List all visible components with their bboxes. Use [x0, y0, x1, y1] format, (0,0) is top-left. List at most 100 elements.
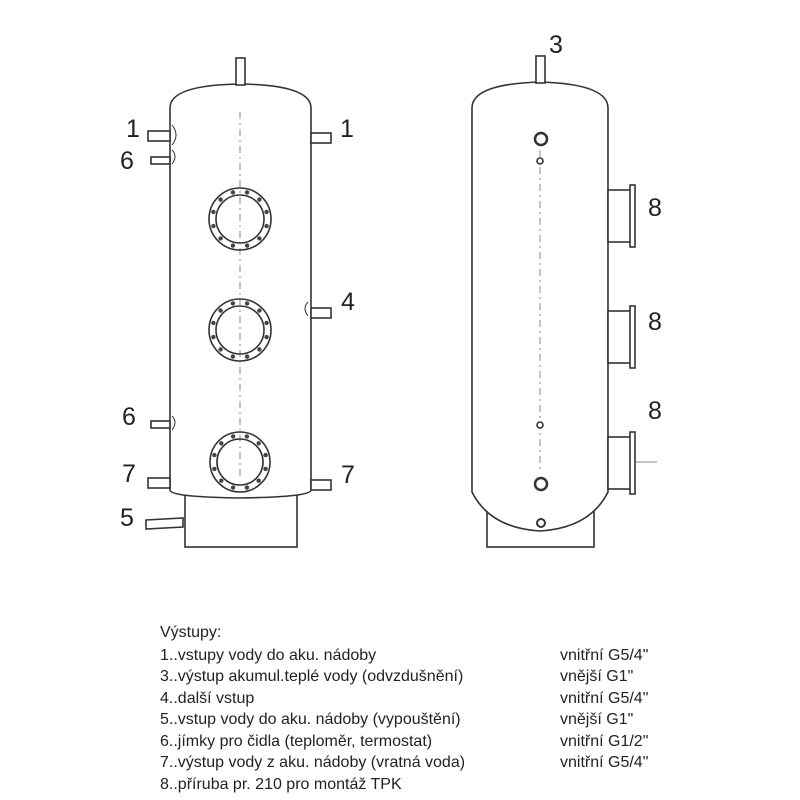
manway-bolts	[211, 190, 269, 490]
manway-bolt	[212, 466, 217, 472]
label-1-right: 1	[340, 115, 354, 143]
manway-bolt	[264, 334, 269, 340]
front-nozzle-6-top	[150, 156, 171, 165]
front-nozzle-1-left	[147, 130, 171, 142]
manway-bolt	[244, 354, 250, 359]
legend-item: 8..příruba pr. 210 pro montáž TPK	[160, 774, 720, 796]
front-view-tank	[145, 57, 332, 548]
front-nozzle-1-right	[310, 132, 332, 144]
side-flange-middle	[607, 305, 636, 369]
side-port-lower-small	[536, 421, 544, 429]
manway-bolt	[264, 209, 269, 215]
legend-item-desc: 7..výstup vody z aku. nádoby (vratná vod…	[160, 754, 466, 771]
manway-bolt	[219, 478, 224, 483]
manway-bolt	[257, 308, 262, 313]
manway-bolt	[244, 301, 250, 306]
front-labels: 1 1 6 4 6 7 7 5	[120, 115, 355, 532]
side-flange-bottom	[607, 431, 636, 495]
manway-bolt	[256, 441, 261, 446]
legend-title: Výstupy:	[160, 624, 222, 641]
label-8-bottom: 8	[648, 397, 662, 425]
manway-bolt	[230, 190, 236, 195]
front-inner-detail	[171, 124, 309, 431]
front-nozzle-4	[310, 307, 332, 319]
manway-bolt	[244, 434, 250, 439]
manway-upper	[208, 187, 272, 251]
front-manways	[208, 187, 272, 493]
side-top-nozzle	[535, 55, 546, 84]
front-top-nozzle	[235, 57, 246, 86]
legend-item-desc: 5..vstup vody do aku. nádoby (vypouštění…	[160, 711, 461, 728]
manway-bolt	[219, 441, 224, 446]
manway-bolt	[257, 197, 262, 202]
front-nozzle-7-left	[147, 477, 171, 489]
legend-item-desc: 1..vstupy vody do aku. nádoby	[160, 646, 377, 664]
manway-bolt	[257, 236, 262, 241]
legend-item-desc: 8..příruba pr. 210 pro montáž TPK	[160, 775, 402, 793]
label-6-bottom: 6	[122, 403, 136, 431]
legend-item: 3..výstup akumul.teplé vody (odvzdušnění…	[160, 666, 720, 688]
manway-bolt	[211, 223, 216, 229]
manway-bolt	[263, 466, 268, 472]
legend-item: 7..výstup vody z aku. nádoby (vratná vod…	[160, 752, 720, 774]
manway-bolt	[244, 190, 250, 195]
label-3: 3	[549, 31, 563, 59]
label-8-middle: 8	[648, 308, 662, 336]
manway-bolt	[263, 452, 268, 458]
legend-item-thread: vnitřní G1/2"	[560, 732, 649, 750]
front-nozzle-7-right	[310, 479, 332, 491]
front-tank-body	[169, 83, 312, 499]
label-1-left: 1	[126, 115, 140, 143]
side-labels: 3 8 8 8	[549, 31, 662, 425]
manway-bolt	[230, 243, 236, 248]
manway-bolt	[211, 334, 216, 340]
front-base-skirt	[184, 493, 298, 548]
label-7-right: 7	[341, 461, 355, 489]
label-4: 4	[341, 288, 355, 316]
side-flange-top	[607, 184, 636, 248]
manway-bolt	[211, 320, 216, 326]
label-6-top: 6	[120, 147, 134, 175]
manway-bolt	[218, 197, 223, 202]
legend-item: 1..vstupy vody do aku. nádoby vnitřní G5…	[160, 645, 720, 667]
manway-bolt	[257, 347, 262, 352]
legend-item-thread: vnitřní G5/4"	[560, 646, 649, 664]
manway-lower	[209, 431, 271, 493]
manway-bolt	[218, 347, 223, 352]
manway-bolt	[264, 320, 269, 326]
manway-bolt	[264, 223, 269, 229]
manway-bolt	[230, 354, 236, 359]
side-port-upper-small	[536, 157, 544, 165]
legend-item-thread: vnější G1"	[560, 711, 634, 728]
legend-item-desc: 6..jímky pro čidla (teploměr, termostat)	[160, 732, 433, 750]
legend: Výstupy: 1..vstupy vody do aku. nádoby v…	[160, 622, 720, 795]
manway-bolt	[256, 478, 261, 483]
manway-bolt	[230, 301, 236, 306]
manway-bolt	[244, 243, 250, 248]
manway-bolt	[218, 308, 223, 313]
legend-item-thread: vnější G1"	[560, 668, 634, 685]
front-nozzle-6-bottom	[150, 420, 171, 429]
manway-bolt	[218, 236, 223, 241]
label-7-left: 7	[122, 460, 136, 488]
legend-item-thread: vnitřní G5/4"	[560, 689, 649, 707]
manway-bolt	[230, 485, 236, 490]
label-8-top: 8	[648, 194, 662, 222]
manway-bolt	[244, 485, 250, 490]
label-5: 5	[120, 504, 134, 532]
side-port-bottom	[536, 518, 546, 528]
legend-item: 4..další vstup vnitřní G5/4"	[160, 688, 720, 710]
side-port-lower-large	[533, 476, 549, 492]
front-drain-pipe	[145, 517, 184, 530]
manway-middle	[208, 298, 272, 362]
legend-item-desc: 3..výstup akumul.teplé vody (odvzdušnění…	[160, 668, 464, 685]
manway-bolt	[211, 209, 216, 215]
manway-bolt	[230, 434, 236, 439]
legend-item: 5..vstup vody do aku. nádoby (vypouštění…	[160, 709, 720, 731]
legend-item-thread: vnitřní G5/4"	[560, 754, 649, 771]
legend-item-desc: 4..další vstup	[160, 689, 255, 707]
side-port-upper-large	[533, 131, 549, 147]
legend-item: 6..jímky pro čidla (teploměr, termostat)…	[160, 731, 720, 753]
manway-bolt	[212, 452, 217, 458]
